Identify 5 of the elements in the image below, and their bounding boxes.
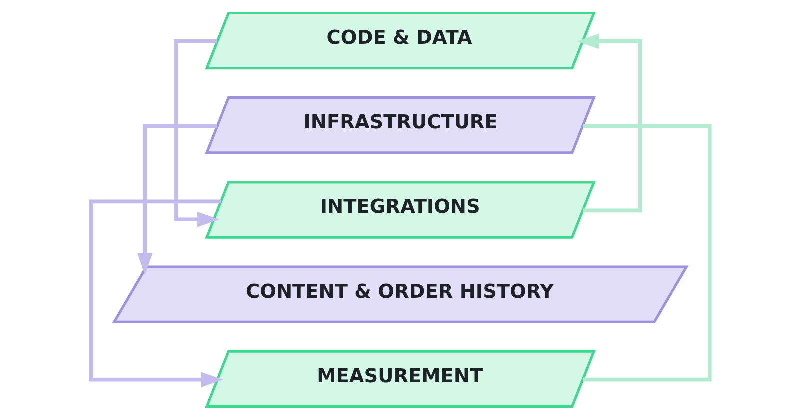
arrow [576,34,642,213]
arrow [136,124,217,276]
arrow [174,40,219,228]
arrow [88,200,223,388]
connector [582,124,712,382]
